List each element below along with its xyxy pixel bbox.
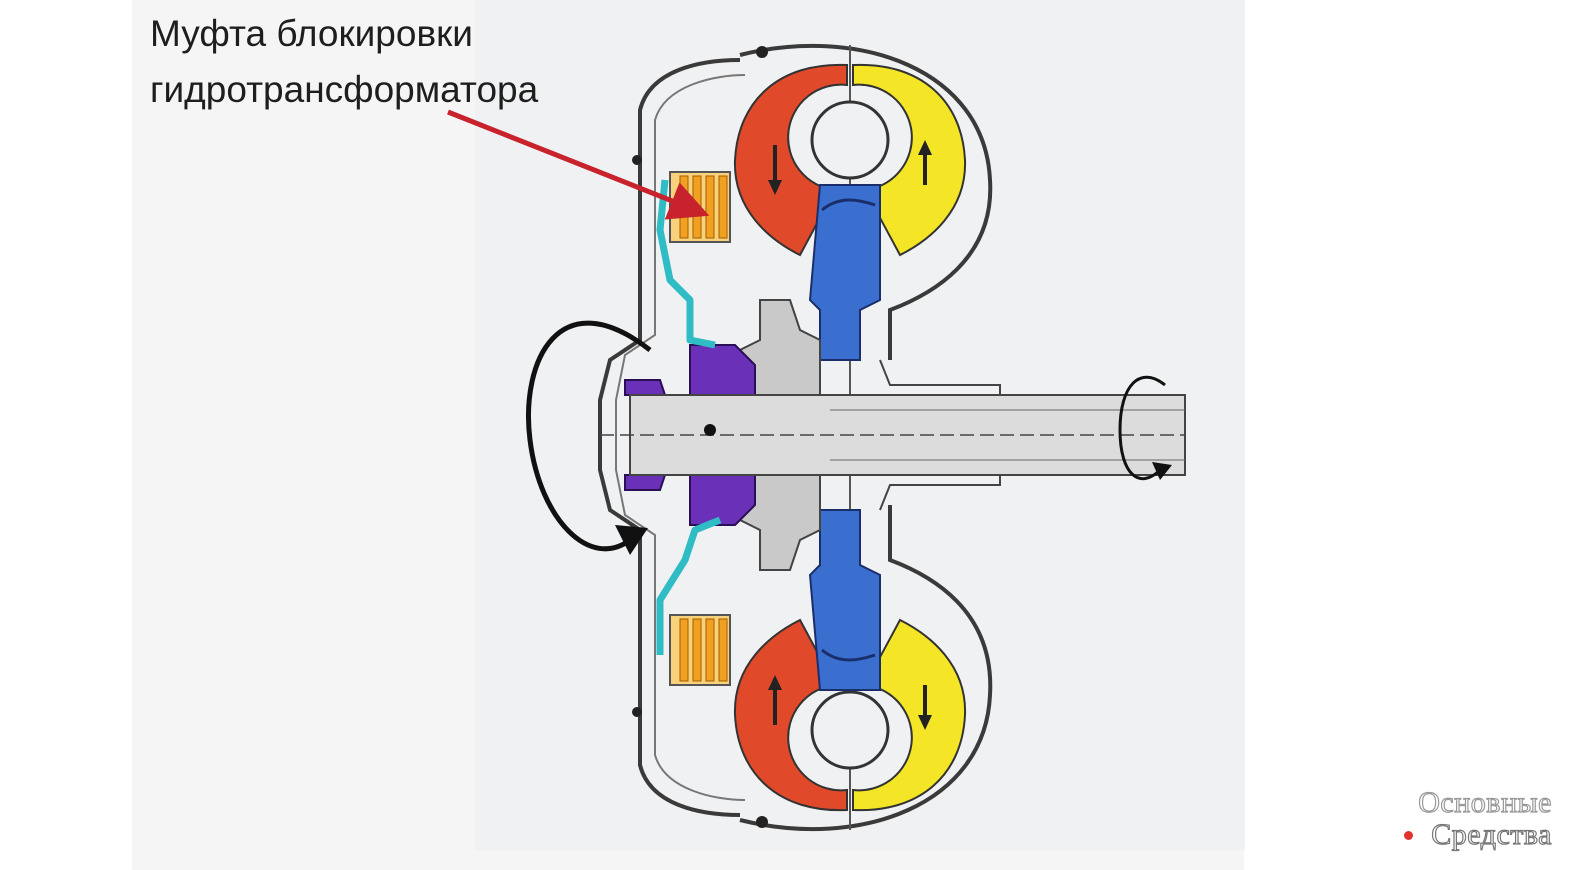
- input-rotation-arrow: [526, 320, 652, 552]
- torsional-damper-top: [689, 344, 756, 396]
- lockup-piston-bottom: [656, 516, 722, 655]
- callout-line-2: гидротрансформатора: [150, 69, 539, 110]
- housing-bolt-left-top: [632, 155, 642, 165]
- output-rotation-arrowhead: [1152, 462, 1172, 480]
- flow-arrowhead-pump-top: [768, 180, 782, 195]
- callout-pointer-arrow: [447, 109, 710, 220]
- shaft-bearing-dot: [704, 424, 716, 436]
- flow-arrowhead-turbine-top: [918, 140, 932, 155]
- torsional-damper-bottom: [689, 474, 756, 526]
- watermark-line-1: Основные: [1418, 786, 1552, 819]
- lockup-clutch-plates-bottom: [669, 614, 731, 686]
- housing-bolt-bottom: [756, 816, 768, 828]
- torus-outline-top: [739, 43, 993, 360]
- publisher-watermark: Основные Средства: [1404, 786, 1552, 851]
- torus-core-top: [810, 100, 890, 180]
- flow-arrowhead-turbine-bottom: [918, 715, 932, 730]
- stator-sleeve-top: [879, 359, 1001, 395]
- input-rotation-arrowhead: [615, 525, 648, 555]
- watermark-dot: [1404, 831, 1414, 840]
- stator-sleeve-bottom: [879, 475, 1001, 511]
- torus-outline-bottom: [739, 505, 993, 832]
- output-rotation-arrow: [1118, 375, 1166, 481]
- torus-core-bottom: [810, 690, 890, 770]
- housing-bolt-left-bottom: [632, 707, 642, 717]
- housing-cover-inner-top: [615, 74, 746, 440]
- housing-cover-inner-bottom: [615, 440, 746, 801]
- callout-line-1: Муфта блокировки: [150, 13, 473, 54]
- housing-bolt-top: [756, 46, 768, 58]
- lockup-piston-top: [656, 179, 716, 349]
- stator-blade-arrow-bottom: [821, 648, 876, 662]
- lockup-clutch-plates-top: [669, 171, 731, 243]
- stator-blade-arrow-top: [821, 198, 876, 212]
- stator-bottom: [808, 509, 881, 691]
- flow-arrowhead-pump-bottom: [768, 675, 782, 690]
- damper-front-top: [624, 379, 667, 396]
- lockup-clutch-callout: Муфта блокировки гидротрансформатора: [150, 6, 538, 118]
- damper-front-bottom: [624, 474, 667, 491]
- watermark-line-2: Средства: [1431, 818, 1552, 851]
- stator-top: [808, 184, 881, 361]
